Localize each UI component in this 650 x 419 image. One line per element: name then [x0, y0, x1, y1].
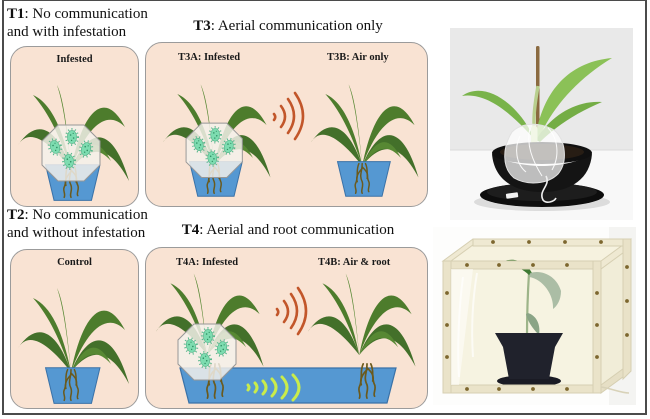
stem	[532, 85, 540, 144]
t2-code: T2	[7, 207, 25, 223]
aerial-signal-arcs-icon	[275, 286, 308, 336]
mesh-bag	[504, 123, 565, 203]
t1-panel: Infested	[10, 46, 139, 207]
t4-title-text: : Aerial and root communication	[199, 222, 395, 238]
aerial-signal-arcs-icon	[272, 91, 305, 141]
cage-screws	[445, 240, 629, 391]
t4-illustration	[155, 273, 416, 404]
t2-control-plant-illustration	[11, 266, 138, 406]
t3-panel: T3A: Infested T3B: Air only	[145, 42, 428, 207]
t3b-receiver-plant	[311, 84, 419, 196]
t4-code: T4	[181, 222, 200, 238]
t4-panel: T4A: Infested T4B: Air & root	[145, 247, 428, 409]
t3-illustration	[146, 61, 427, 205]
cage-frame	[441, 238, 632, 394]
t1-code: T1	[7, 6, 25, 22]
t1-infested-plant-illustration	[11, 63, 138, 204]
t3-title-text: : Aerial communication only	[210, 18, 383, 34]
t3-code: T3	[193, 18, 211, 34]
t4a-label: T4A: Infested	[176, 257, 239, 268]
pot-tag	[505, 192, 519, 199]
t2-title: T2: No communication and without infesta…	[7, 206, 167, 243]
t4-title: T4: Aerial and root communication	[150, 221, 426, 239]
t3a-label: T3A: Infested	[178, 52, 241, 63]
plastic-sheen	[451, 269, 478, 385]
t1-title-text: : No communication and with infestation	[7, 6, 148, 41]
cage-pot	[495, 333, 563, 387]
t3-title: T3: Aerial communication only	[150, 17, 426, 35]
infested-plant	[18, 85, 129, 200]
control-plant	[18, 288, 129, 403]
photo-potted-seedling-mesh-bag	[450, 28, 633, 220]
t3a-infested-plant	[163, 84, 271, 196]
t2-panel: Control	[10, 249, 139, 409]
t1-panel-label: Infested	[56, 54, 93, 65]
t4b-leaves	[307, 273, 416, 367]
photo-plexiglass-cage	[433, 227, 636, 405]
cage-wire	[600, 386, 630, 394]
t3b-label: T3B: Air only	[327, 52, 389, 63]
t2-title-text: : No communication and without infestati…	[7, 207, 148, 242]
t1-title: T1: No communication and with infestatio…	[7, 5, 163, 42]
t2-panel-label: Control	[57, 257, 92, 268]
t4b-label: T4B: Air & root	[318, 257, 391, 268]
